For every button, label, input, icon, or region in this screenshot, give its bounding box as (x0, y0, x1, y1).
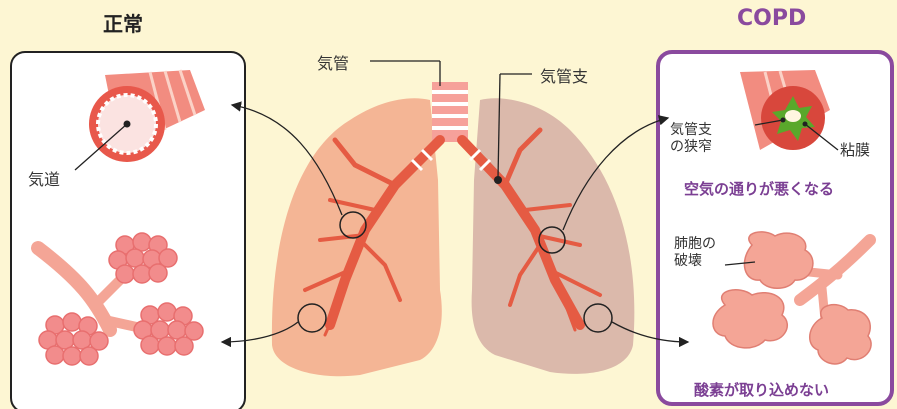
label-narrowing-line2: の狭窄 (670, 139, 712, 156)
trachea (432, 82, 468, 142)
caption-oxygen: 酸素が取り込めない (694, 379, 829, 400)
label-alveoli-destruction: 肺胞の 破壊 (674, 236, 716, 270)
label-narrowing: 気管支 の狭窄 (670, 122, 712, 156)
caption-air-flow: 空気の通りが悪くなる (684, 178, 834, 199)
label-alveoli-line2: 破壊 (674, 253, 716, 270)
label-narrowing-line1: 気管支 (670, 122, 712, 139)
label-trachea: 気管 (317, 50, 349, 74)
label-airway: 気道 (28, 166, 60, 190)
label-alveoli-line1: 肺胞の (674, 236, 716, 253)
label-bronchus: 気管支 (540, 63, 588, 87)
right-lung (472, 98, 635, 374)
label-mucosa: 粘膜 (840, 139, 870, 160)
